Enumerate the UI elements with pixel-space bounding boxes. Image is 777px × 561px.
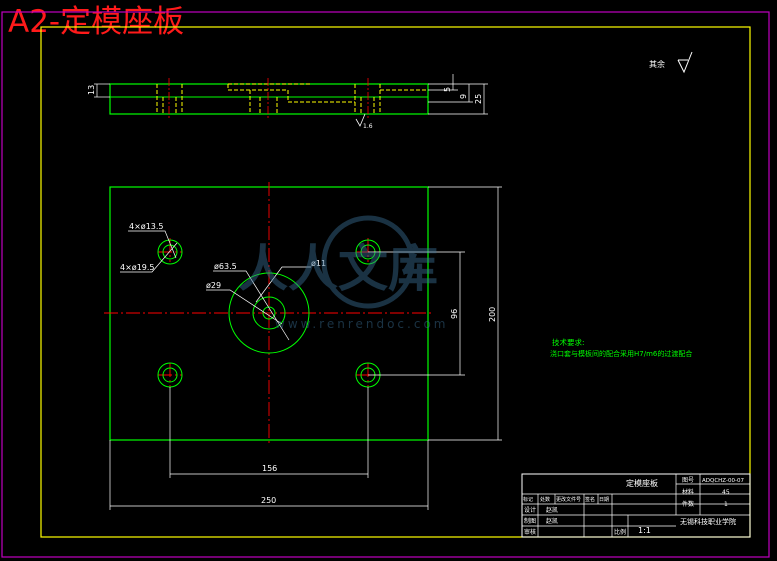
hole-bottom-left-inner	[162, 367, 178, 383]
hole-top-left-outer	[157, 239, 183, 265]
tb-drawing-no-label: 图号	[682, 477, 694, 484]
dim-250: 250	[261, 496, 276, 505]
callout-63-5: ø63.5	[214, 262, 237, 271]
tb-row-label-draw: 制图	[524, 517, 536, 525]
center-bore-large	[228, 272, 310, 354]
dim-25: 25	[474, 94, 483, 104]
tb-quantity-label: 件数	[682, 500, 694, 508]
callout-11: ø11	[311, 259, 326, 268]
tb-school: 无锡科技职业学院	[680, 517, 736, 526]
roughness-symbol	[677, 51, 693, 74]
sheet-title: A2-定模座板	[8, 4, 185, 40]
dim-96: 96	[450, 309, 459, 319]
plan-view: 4×ø13.5 4×ø19.5 ø63.5 ø29 ø11 96 200 156…	[104, 182, 502, 510]
drawing-border	[40, 26, 751, 538]
tb-rev-h2: 更改文件号	[556, 496, 581, 503]
watermark-text: 人人文库	[238, 240, 438, 298]
tech-req-line: 浇口套与模板间的配合采用H7/m6的过渡配合	[550, 349, 692, 358]
tb-material: 45	[722, 489, 730, 496]
tb-material-label: 材料	[682, 488, 694, 496]
title-block: 定模座板 图号 ADQCHZ-00-07 材料 45 件数 1 标记 处数 更改…	[521, 473, 751, 538]
tb-rev-h3: 签名	[585, 496, 595, 503]
center-bore-small	[262, 306, 276, 320]
tb-scale: 1:1	[638, 526, 651, 535]
center-bore-mid	[252, 296, 286, 330]
tb-row-name-design: 赵凯	[546, 506, 558, 514]
roughness-side: 1.6	[363, 123, 373, 130]
tech-req-heading: 技术要求:	[552, 337, 585, 347]
dim-200: 200	[488, 307, 497, 322]
callout-4x19-5: 4×ø19.5	[120, 263, 155, 272]
outer-frame	[1, 11, 770, 558]
dim-5: 5	[443, 87, 452, 92]
tb-part-name: 定模座板	[626, 478, 658, 488]
tb-scale-label: 比例	[614, 528, 626, 536]
callout-29: ø29	[206, 281, 221, 290]
tb-drawing-no: ADQCHZ-00-07	[702, 478, 744, 484]
tb-rev-h1: 处数	[540, 496, 550, 503]
hole-top-left-inner	[162, 244, 178, 260]
tb-row-label-design: 设计	[524, 506, 536, 514]
side-view: 13 5 9 25 1.6	[87, 74, 488, 130]
tb-rev-h0: 标记	[523, 496, 533, 503]
side-view-outline	[109, 83, 429, 115]
surface-finish-note: 其余	[649, 59, 665, 69]
watermark: 人人文库 www.renrendoc.com	[238, 215, 448, 331]
dim-9: 9	[459, 94, 468, 99]
dim-13: 13	[87, 85, 96, 95]
tb-quantity: 1	[724, 501, 728, 508]
dim-156: 156	[262, 464, 277, 473]
callout-4x13-5: 4×ø13.5	[129, 222, 164, 231]
tb-rev-h4: 日期	[599, 497, 609, 503]
tb-row-name-draw: 赵凯	[546, 517, 558, 525]
tb-row-label-check: 审核	[524, 528, 536, 536]
watermark-url: www.renrendoc.com	[275, 317, 448, 331]
